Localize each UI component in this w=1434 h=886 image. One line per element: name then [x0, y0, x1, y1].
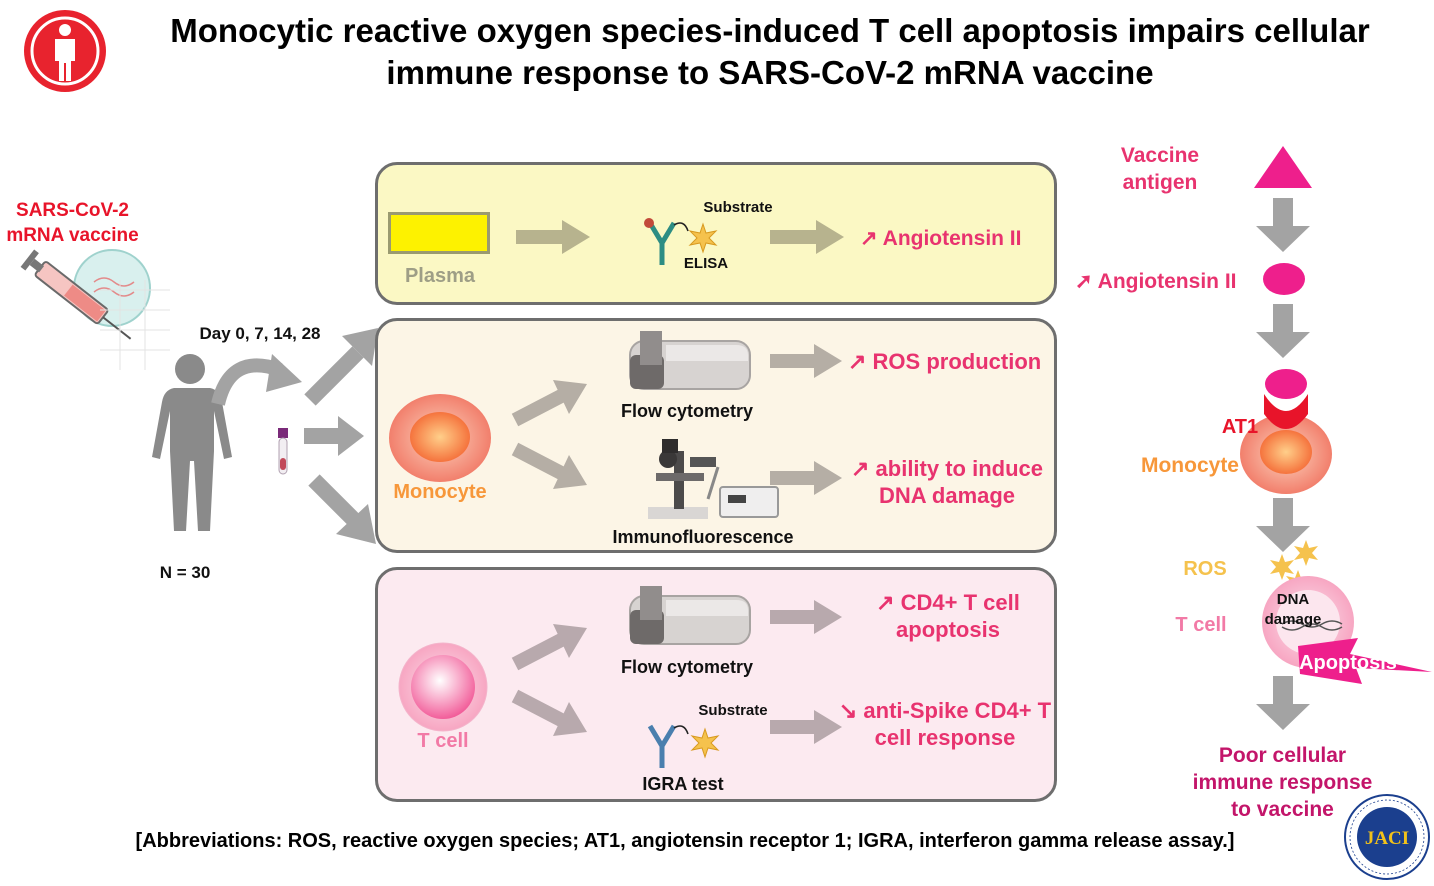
mech-apoptosis-label: Apoptosis [1299, 652, 1397, 674]
title-line-2: immune response to SARS-CoV-2 mRNA vacci… [386, 54, 1154, 91]
tcell-result1: ↗ CD4+ T cell apoptosis [876, 590, 1020, 642]
monocyte-panel: Monocyte Flow cytometry Immunofluorescen… [375, 318, 1057, 553]
mono-result1: ↗ ROS production [848, 349, 1042, 374]
abbreviations-footer: [Abbreviations: ROS, reactive oxygen spe… [135, 830, 1235, 852]
plasma-sample-rect [388, 212, 490, 254]
vaccine-antigen-label: Vaccine antigen [1120, 144, 1200, 194]
plasma-substrate-label: Substrate [703, 199, 773, 216]
flow-cytometer-icon-2 [629, 586, 751, 645]
mono-result2: ↗ ability to induce DNA damage [850, 456, 1043, 508]
arrow-to-tcell [308, 474, 376, 544]
angiotensin-ellipse [1263, 263, 1305, 295]
star-substrate-icon-2 [690, 727, 720, 759]
arrow-to-plasma [304, 328, 378, 406]
at1-monocyte-icon [1240, 369, 1332, 494]
mech-arrow-3 [1256, 498, 1310, 552]
person-icon [24, 10, 106, 92]
mech-dna-damage-label: DNA damage [1264, 591, 1322, 628]
tcell-arrow-result2 [770, 710, 842, 744]
monocyte-cell-icon [389, 394, 491, 482]
microscope-icon [648, 439, 779, 519]
plasma-arrow-1 [516, 220, 590, 254]
mono-method2: Immunofluorescence [612, 527, 794, 547]
tcell-arrow-down [511, 689, 587, 736]
tcell-substrate-label: Substrate [698, 702, 768, 719]
tcell-method1: Flow cytometry [620, 657, 754, 677]
mech-arrow-4 [1256, 676, 1310, 730]
mech-angiotensin-label: ➚ Angiotensin II [1075, 270, 1237, 293]
mono-method1: Flow cytometry [620, 401, 754, 421]
plasma-label: Plasma [404, 265, 476, 287]
plasma-arrow-2 [770, 220, 844, 254]
tcell-arrow-result1 [770, 600, 842, 634]
mono-arrow-result2 [770, 461, 842, 495]
vaccine-label: SARS-CoV-2 mRNA vaccine [6, 200, 139, 246]
syringe-icon [20, 249, 151, 340]
mono-arrow-up [511, 380, 587, 427]
tcell-result2: ↘ anti-Spike CD4+ T cell response [838, 698, 1052, 750]
human-silhouette-icon [152, 354, 232, 531]
antibody-icon [644, 218, 689, 265]
svg-text:JACI: JACI [1365, 828, 1409, 849]
mech-at1-label: AT1 [1221, 416, 1259, 438]
igra-label: IGRA test [642, 774, 724, 794]
star-substrate-icon [688, 222, 718, 254]
page-title: Monocytic reactive oxygen species-induce… [120, 10, 1420, 94]
flow-cytometer-icon [629, 331, 751, 390]
mech-outcome-label: Poor cellular immune response to vaccine [1192, 744, 1373, 821]
tcell-arrow-up [511, 624, 587, 671]
days-label: Day 0, 7, 14, 28 [199, 324, 321, 343]
mech-monocyte-label: Monocyte [1140, 454, 1239, 477]
plasma-panel: Plasma Substrate ELISA ↗ Angiotensin II [375, 162, 1057, 305]
blood-tube-icon [278, 428, 288, 475]
mono-arrow-down [511, 442, 587, 489]
apoptosis-lightning-icon [1298, 638, 1432, 684]
n-label: N = 30 [159, 563, 211, 582]
grid-lines-decoration [100, 280, 170, 370]
mech-arrow-2 [1256, 304, 1310, 358]
journal-logo-icon: JACI [1344, 794, 1430, 880]
tcell-label: T cell [417, 730, 469, 752]
mono-arrow-result1 [770, 344, 842, 378]
tcell-icon [398, 642, 488, 732]
vaccine-antigen-triangle-icon [1254, 146, 1312, 188]
curved-arrow [211, 354, 302, 406]
plasma-result: ↗ Angiotensin II [860, 227, 1022, 250]
mech-arrow-1 [1256, 198, 1310, 252]
monocyte-label: Monocyte [393, 481, 487, 503]
title-line-1: Monocytic reactive oxygen species-induce… [170, 12, 1370, 49]
elisa-label: ELISA [683, 255, 729, 272]
arrow-to-monocyte [304, 416, 364, 456]
antibody-icon-2 [647, 724, 689, 768]
mech-ros-label: ROS [1183, 558, 1227, 580]
tcell-panel: T cell Flow cytometry Substrate IGRA tes… [375, 567, 1057, 802]
mech-tcell-label: T cell [1175, 614, 1227, 636]
